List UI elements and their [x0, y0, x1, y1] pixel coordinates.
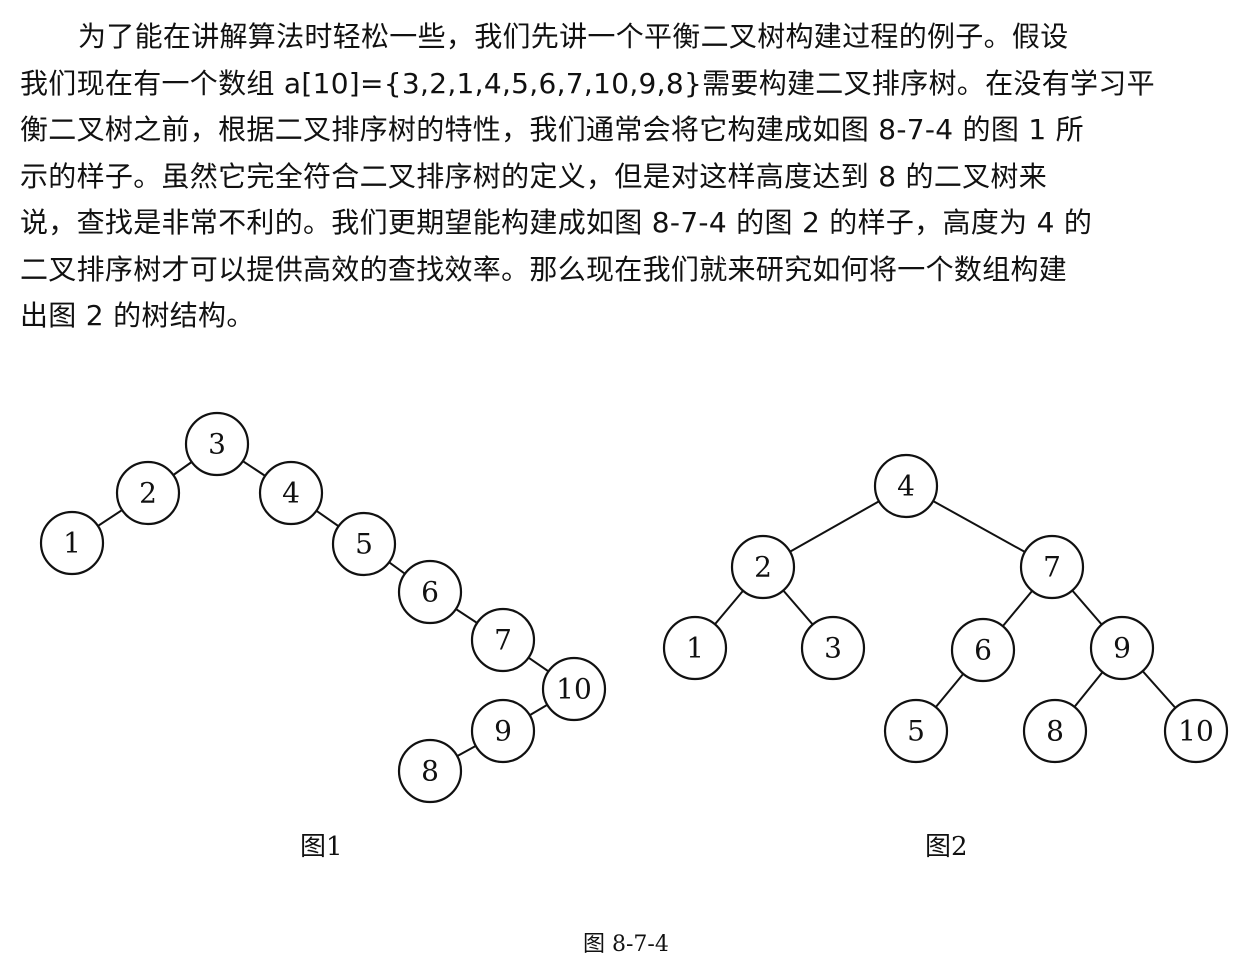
- figure2-tree: 4 2 7 1 3 6 9 5 8 10: [662, 453, 1229, 764]
- tree-node: 3: [800, 615, 866, 681]
- tree-node: 5: [883, 698, 949, 764]
- figure1-tree: 3 2 1 4 5 6 7 10 9 8: [39, 411, 607, 804]
- tree-node: 8: [397, 738, 463, 804]
- tree-node: 1: [662, 615, 728, 681]
- node-label: 10: [556, 673, 592, 706]
- node-label: 10: [1178, 715, 1214, 748]
- paragraph-line: 说，查找是非常不利的。我们更期望能构建成如图 8-7-4 的图 2 的样子，高度…: [20, 206, 1093, 239]
- node-label: 9: [1113, 632, 1131, 665]
- figure-number-caption: 图 8-7-4: [583, 932, 669, 957]
- paragraph-line: 二叉排序树才可以提供高效的查找效率。那么现在我们就来研究如何将一个数组构建: [20, 252, 1068, 286]
- tree-node: 6: [950, 617, 1016, 683]
- tree-node: 1: [39, 510, 105, 576]
- node-label: 6: [974, 634, 992, 667]
- tree-node: 2: [115, 460, 181, 526]
- tree-node: 8: [1022, 698, 1088, 764]
- node-label: 8: [421, 755, 439, 788]
- node-label: 2: [754, 551, 772, 584]
- node-label: 2: [139, 477, 157, 510]
- paragraph-line: 为了能在讲解算法时轻松一些，我们先讲一个平衡二叉树构建过程的例子。假设: [78, 20, 1069, 53]
- tree-node: 6: [397, 559, 463, 625]
- node-label: 7: [494, 624, 512, 657]
- node-label: 8: [1046, 715, 1064, 748]
- tree-node: 3: [184, 411, 250, 477]
- tree-node: 4: [873, 453, 939, 519]
- paragraph-line: 我们现在有一个数组 a[10]={3,2,1,4,5,6,7,10,9,8}需要…: [20, 66, 1155, 100]
- tree-node: 9: [1089, 615, 1155, 681]
- tree-node: 7: [1019, 534, 1085, 600]
- node-label: 1: [686, 632, 704, 665]
- node-label: 4: [282, 477, 300, 510]
- paragraph-line: 示的样子。虽然它完全符合二叉排序树的定义，但是对这样高度达到 8 的二叉树来: [20, 159, 1048, 193]
- node-label: 9: [494, 715, 512, 748]
- tree-node: 2: [730, 534, 796, 600]
- tree-node: 5: [331, 511, 397, 577]
- node-label: 6: [421, 576, 439, 609]
- node-label: 3: [824, 632, 842, 665]
- paragraph-line: 出图 2 的树结构。: [20, 299, 255, 332]
- tree-node: 9: [470, 698, 536, 764]
- figure1-caption: 图1: [300, 832, 343, 862]
- node-label: 7: [1043, 551, 1061, 584]
- tree-node: 10: [541, 656, 607, 722]
- tree-node: 7: [470, 607, 536, 673]
- node-label: 5: [355, 528, 373, 561]
- paragraph-line: 衡二叉树之前，根据二叉排序树的特性，我们通常会将它构建成如图 8-7-4 的图 …: [20, 113, 1084, 146]
- figure2-caption: 图2: [925, 832, 968, 862]
- node-label: 3: [208, 428, 226, 461]
- node-label: 1: [63, 527, 81, 560]
- body-paragraph: 为了能在讲解算法时轻松一些，我们先讲一个平衡二叉树构建过程的例子。假设 我们现在…: [20, 14, 1232, 340]
- node-label: 5: [907, 715, 925, 748]
- node-label: 4: [897, 470, 915, 503]
- tree-node: 10: [1163, 698, 1229, 764]
- tree-node: 4: [258, 460, 324, 526]
